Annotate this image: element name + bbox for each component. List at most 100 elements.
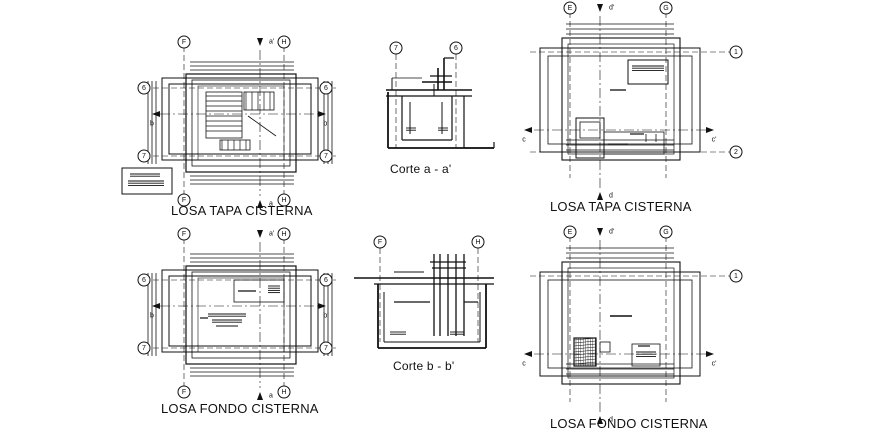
section-label: c' [712,361,717,368]
section-label: b' [323,313,328,320]
axis-label: 6 [324,85,328,92]
axis-label: F [182,197,186,204]
section-mark: c' [706,351,716,368]
axis-bubble: H [277,385,291,399]
section-mark: a' [257,230,274,238]
section-label: c [522,361,526,368]
axis-bubble: 6 [137,273,151,287]
axis-bubble: 7 [389,41,403,55]
section-label: d' [609,5,614,12]
axis-bubble: 6 [449,41,463,55]
section-mark: b' [318,111,329,128]
section-label: b [150,121,154,128]
axis-bubble: 1 [729,269,743,283]
axis-label: G [663,5,668,12]
axis-label: 6 [454,45,458,52]
axis-bubble: H [277,35,291,49]
axis-bubble: 1 [729,45,743,59]
axis-label: E [568,5,573,12]
caption-losa-tapa-right: LOSA TAPA CISTERNA [550,199,692,214]
section-mark: c [522,127,532,144]
section-label: d [609,417,613,424]
axis-bubble: F [177,385,191,399]
axis-label: 7 [324,345,328,352]
axis-bubble: G [659,225,673,239]
axis-label: H [281,197,286,204]
axis-bubble: 6 [319,273,333,287]
axis-label: 6 [142,277,146,284]
axis-bubble: H [471,235,485,249]
section-mark: b [150,111,160,128]
axis-label: H [281,389,286,396]
axis-bubble: H [277,227,291,241]
section-mark: a [257,200,273,208]
axis-bubble: 6 [319,81,333,95]
axis-label: F [182,389,186,396]
axis-label: H [281,39,286,46]
section-label: a' [269,39,274,46]
axis-label: 1 [734,273,738,280]
axis-bubble: 2 [729,145,743,159]
axis-bubble: H [277,193,291,207]
section-mark: b' [318,303,329,320]
axis-label: F [182,231,186,238]
plan-losa-fondo-right: E G 1 d' d c c' [522,225,743,424]
axis-bubble: E [563,225,577,239]
axis-bubble: F [373,235,387,249]
axis-label: F [378,239,382,246]
plan-losa-fondo-left: F H F H 6 6 7 7 a' a b b' [137,227,336,400]
caption-corte-a: Corte a - a' [390,162,452,176]
section-mark: d' [597,228,614,236]
axis-bubble: G [659,1,673,15]
section-mark: a' [257,38,274,46]
axis-label: H [281,231,286,238]
axis-label: 6 [324,277,328,284]
section-mark: d [597,416,613,424]
section-mark: a [257,392,273,400]
section-label: a [269,201,273,208]
axis-bubble: F [177,193,191,207]
axis-bubble: 7 [319,341,333,355]
section-label: d [609,193,613,200]
axis-bubble: 7 [137,149,151,163]
axis-bubble: 7 [137,341,151,355]
section-mark: c' [706,127,716,144]
section-mark: c [522,351,532,368]
plan-losa-tapa-right: E G 1 d' d 2 c c' [522,1,743,200]
tank-walls [387,92,495,149]
axis-label: E [568,229,573,236]
axis-label: 6 [142,85,146,92]
section-mark: d [597,192,613,200]
sump-pit [573,337,597,367]
section-label: a' [269,231,274,238]
axis-label: 1 [734,49,738,56]
axis-bubble: E [563,1,577,15]
legend-box [121,167,173,195]
axis-label: 7 [142,153,146,160]
section-label: c' [712,137,717,144]
axis-bubble: F [177,35,191,49]
caption-corte-b: Corte b - b' [393,359,455,373]
section-label: a [269,393,273,400]
section-mark: b [150,303,160,320]
axis-label: 7 [394,45,398,52]
section-label: d' [609,229,614,236]
axis-label: F [182,39,186,46]
caption-losa-tapa-left: LOSA TAPA CISTERNA [171,203,313,218]
axis-label: 7 [324,153,328,160]
section-label: b' [323,121,328,128]
axis-label: 2 [734,149,738,156]
axis-bubble: 6 [137,81,151,95]
axis-label: 7 [142,345,146,352]
plan-losa-tapa-left: F H F H 6 6 7 7 a' a b b' [121,35,336,208]
axis-label: H [475,239,480,246]
caption-losa-fondo-left: LOSA FONDO CISTERNA [161,401,319,416]
section-mark: d' [597,4,614,12]
axis-bubble: F [177,227,191,241]
note-block [208,313,246,327]
axis-bubble: 7 [319,149,333,163]
section-label: c [522,137,526,144]
